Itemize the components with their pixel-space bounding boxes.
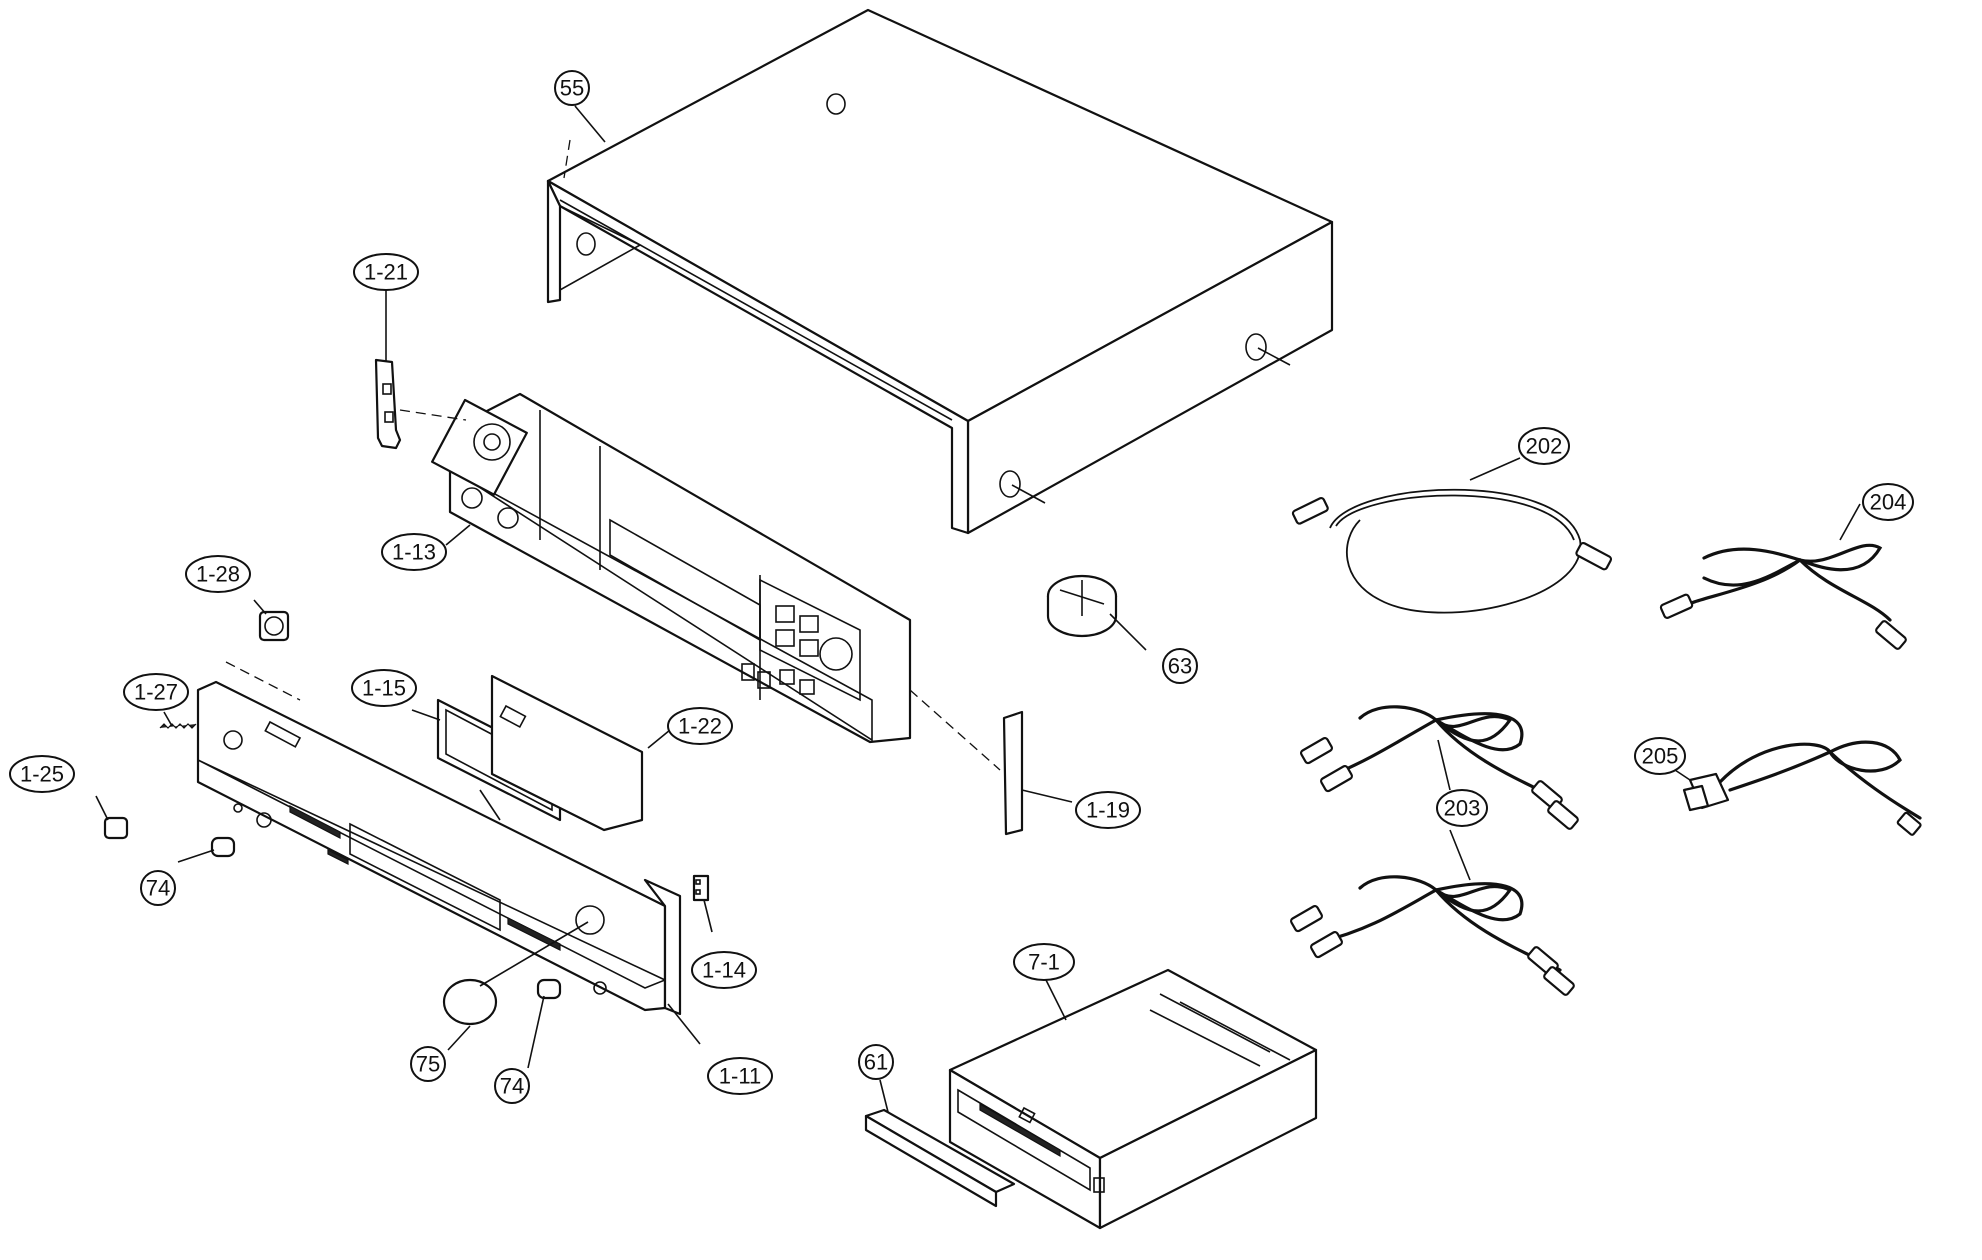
svg-text:1-14: 1-14 <box>702 958 746 983</box>
svg-text:63: 63 <box>1168 654 1192 679</box>
svg-text:205: 205 <box>1642 744 1679 769</box>
front-chassis-assembly <box>431 392 912 744</box>
bracket-1-21 <box>374 290 467 450</box>
callout-75: 75 <box>410 1046 446 1082</box>
callout-61: 61 <box>858 1044 894 1080</box>
callout-74-right: 74 <box>494 1068 530 1104</box>
callout-1-25: 1-25 <box>9 755 75 793</box>
av-cables-203 <box>1289 705 1579 996</box>
knob-75 <box>442 921 589 1051</box>
svg-text:61: 61 <box>864 1050 888 1075</box>
bracket-1-19 <box>909 689 1073 836</box>
svg-text:203: 203 <box>1444 796 1481 821</box>
screw-55 <box>563 105 606 179</box>
callout-7-1: 7-1 <box>1013 943 1075 981</box>
svg-text:55: 55 <box>560 76 584 101</box>
top-cover <box>546 8 1334 535</box>
svg-text:204: 204 <box>1870 490 1907 515</box>
optical-cable-202 <box>1291 457 1613 614</box>
foot-63 <box>1046 574 1147 651</box>
svg-text:202: 202 <box>1526 434 1563 459</box>
svg-text:1-15: 1-15 <box>362 676 406 701</box>
clip-1-14 <box>692 874 713 933</box>
callout-1-27: 1-27 <box>123 673 189 711</box>
power-cord-205 <box>1671 740 1922 836</box>
spring-1-27 <box>159 711 197 729</box>
front-panel <box>196 680 701 1045</box>
cap-1-25 <box>95 795 129 840</box>
panel-plate <box>490 674 671 832</box>
slide-panel-61 <box>864 1079 1016 1208</box>
knob-74-right <box>527 978 562 1069</box>
callout-74-left: 74 <box>140 870 176 906</box>
svg-text:7-1: 7-1 <box>1028 950 1060 975</box>
svg-text:1-13: 1-13 <box>392 540 436 565</box>
callout-63: 63 <box>1162 648 1198 684</box>
callout-1-21: 1-21 <box>353 253 419 291</box>
svg-text:75: 75 <box>416 1052 440 1077</box>
callout-1-14: 1-14 <box>691 951 757 989</box>
callout-1-11: 1-11 <box>707 1057 773 1095</box>
callout-202: 202 <box>1518 427 1570 465</box>
callout-1-28: 1-28 <box>185 555 251 593</box>
svg-text:1-27: 1-27 <box>134 680 178 705</box>
callout-205: 205 <box>1634 737 1686 775</box>
svg-text:1-21: 1-21 <box>364 260 408 285</box>
knob-1-28 <box>225 599 301 701</box>
callout-203: 203 <box>1436 789 1488 827</box>
callout-1-19: 1-19 <box>1075 791 1141 829</box>
callout-55: 55 <box>554 70 590 106</box>
callout-1-13: 1-13 <box>381 533 447 571</box>
svg-text:74: 74 <box>500 1074 524 1099</box>
svg-text:74: 74 <box>146 876 170 901</box>
svg-text:1-25: 1-25 <box>20 762 64 787</box>
callout-1-22: 1-22 <box>667 707 733 745</box>
callout-204: 204 <box>1862 483 1914 521</box>
av-cable-204 <box>1659 503 1907 650</box>
disk-drive <box>948 968 1318 1230</box>
svg-text:1-28: 1-28 <box>196 562 240 587</box>
knob-74-left <box>177 836 236 863</box>
svg-text:1-11: 1-11 <box>719 1064 761 1089</box>
callout-1-15: 1-15 <box>351 669 417 707</box>
svg-text:1-19: 1-19 <box>1086 798 1130 823</box>
svg-text:1-22: 1-22 <box>678 714 722 739</box>
